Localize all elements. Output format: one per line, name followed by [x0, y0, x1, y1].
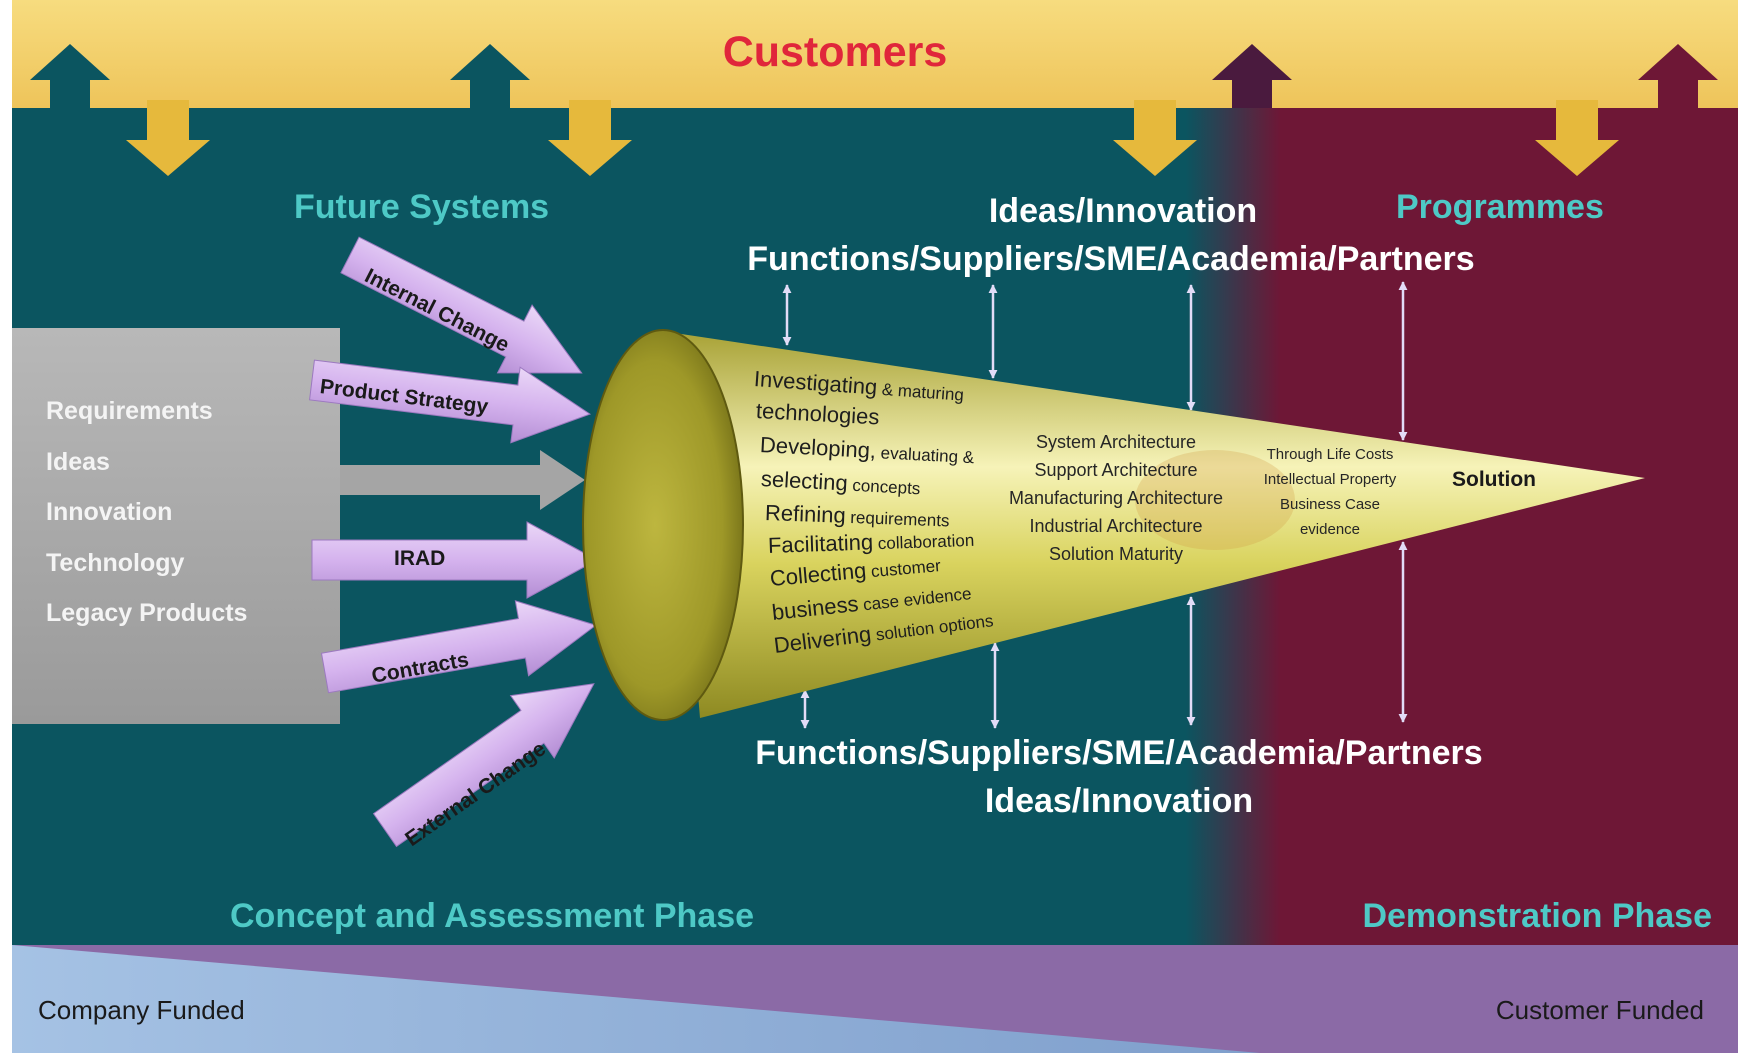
through-life-item: evidence [1299, 521, 1361, 538]
company-funded-wedge [12, 945, 1260, 1053]
through-life-item: Business Case [1279, 496, 1381, 513]
input-legacy-products: Legacy Products [46, 599, 248, 627]
input-innovation: Innovation [46, 498, 173, 526]
customers-title: Customers [722, 28, 948, 76]
architecture-item: Industrial Architecture [1029, 516, 1203, 536]
customer-funded-label: Customer Funded [1495, 995, 1704, 1025]
functions-bottom: Functions/Suppliers/SME/Academia/Partner… [755, 734, 1483, 772]
handshake-icon [1135, 450, 1295, 550]
architecture-item: System Architecture [1035, 432, 1197, 452]
demonstration-phase-label: Demonstration Phase [1362, 897, 1712, 935]
innovation-cone [582, 329, 1645, 721]
solution-label: Solution [1452, 468, 1536, 491]
connector-arrows [782, 281, 1408, 729]
input-requirements: Requirements [46, 397, 213, 425]
future-systems-label: Future Systems [294, 188, 550, 226]
input-technology: Technology [46, 548, 185, 577]
architecture-item: Support Architecture [1034, 460, 1198, 480]
through-life-item: Intellectual Property [1263, 471, 1397, 488]
programmes-label: Programmes [1396, 188, 1604, 226]
customers-banner [12, 0, 1738, 176]
input-ideas: Ideas [46, 447, 110, 476]
concept-phase-label: Concept and Assessment Phase [230, 897, 755, 935]
architecture-item: Solution Maturity [1048, 544, 1184, 564]
ideas-innovation-top: Ideas/Innovation [988, 192, 1258, 230]
inputs-list: Requirements Ideas Innovation Technology… [46, 392, 247, 645]
architecture-item: Manufacturing Architecture [1008, 488, 1224, 508]
input-arrows [309, 236, 599, 848]
functions-top: Functions/Suppliers/SME/Academia/Partner… [747, 240, 1475, 278]
irad-label: IRAD [394, 547, 446, 570]
through-life-item: Through Life Costs [1266, 446, 1394, 463]
inputs-block [12, 328, 585, 724]
ideas-innovation-bottom: Ideas/Innovation [984, 782, 1254, 820]
company-funded-label: Company Funded [38, 995, 245, 1025]
